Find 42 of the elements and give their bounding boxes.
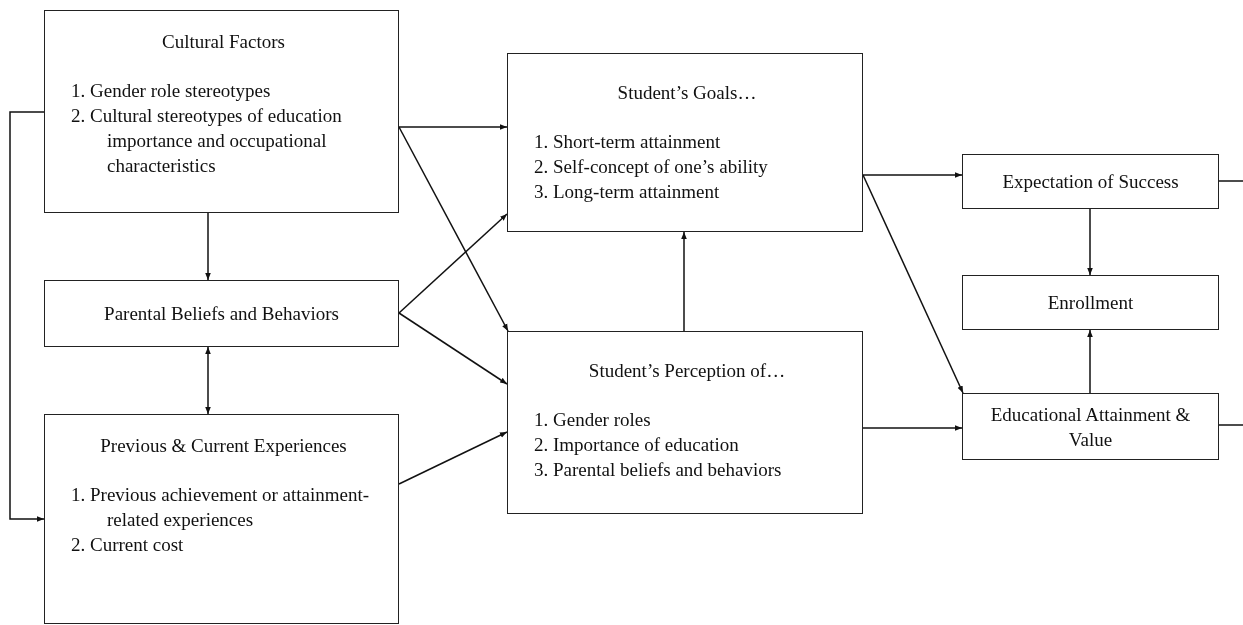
arrow xyxy=(398,126,509,332)
arrow xyxy=(1087,208,1093,276)
arrow xyxy=(398,213,508,314)
box-label: Educational Attainment & Value xyxy=(989,402,1192,452)
list-item: 2. Importance of education xyxy=(533,433,740,457)
list-item: 3. Long-term attainment xyxy=(533,180,721,204)
list-item: 2. Self-concept of one’s ability xyxy=(533,155,769,179)
arrow xyxy=(398,431,508,485)
box-heading: Student’s Perception of… xyxy=(587,359,787,383)
arrow xyxy=(398,312,508,385)
arrow xyxy=(862,174,964,394)
list-item: 1. Gender roles xyxy=(533,408,652,432)
list-item: 1. Previous achievement or attainment-related experiences xyxy=(70,483,371,532)
arrow xyxy=(205,212,211,281)
box-label: Enrollment xyxy=(1046,291,1135,315)
arrow xyxy=(398,124,508,130)
box-heading: Previous & Current Experiences xyxy=(99,434,348,458)
arrow xyxy=(681,231,687,332)
arrow xyxy=(1087,329,1093,394)
arrow xyxy=(862,172,963,178)
process-box xyxy=(44,10,399,213)
arrow xyxy=(205,346,211,415)
box-heading: Cultural Factors xyxy=(161,30,286,54)
process-box xyxy=(962,154,1219,209)
process-box xyxy=(507,53,863,232)
process-box xyxy=(44,414,399,624)
process-box xyxy=(507,331,863,514)
list-item: 2. Current cost xyxy=(70,533,185,557)
box-label: Parental Beliefs and Behaviors xyxy=(103,302,340,326)
connector-line xyxy=(1218,424,1243,426)
list-item: 3. Parental beliefs and behaviors xyxy=(533,458,783,482)
process-box xyxy=(44,280,399,347)
box-label: Expectation of Success xyxy=(1001,170,1180,194)
process-box xyxy=(962,393,1219,460)
arrow xyxy=(9,111,45,522)
process-box xyxy=(962,275,1219,330)
list-item: 1. Short-term attainment xyxy=(533,130,722,154)
arrow xyxy=(862,425,963,431)
list-item: 1. Gender role stereotypes xyxy=(70,79,272,103)
connector-line xyxy=(1218,180,1243,182)
box-heading: Student’s Goals… xyxy=(616,81,758,105)
list-item: 2. Cultural stereotypes of education importance and occupational characteristics xyxy=(70,104,343,178)
